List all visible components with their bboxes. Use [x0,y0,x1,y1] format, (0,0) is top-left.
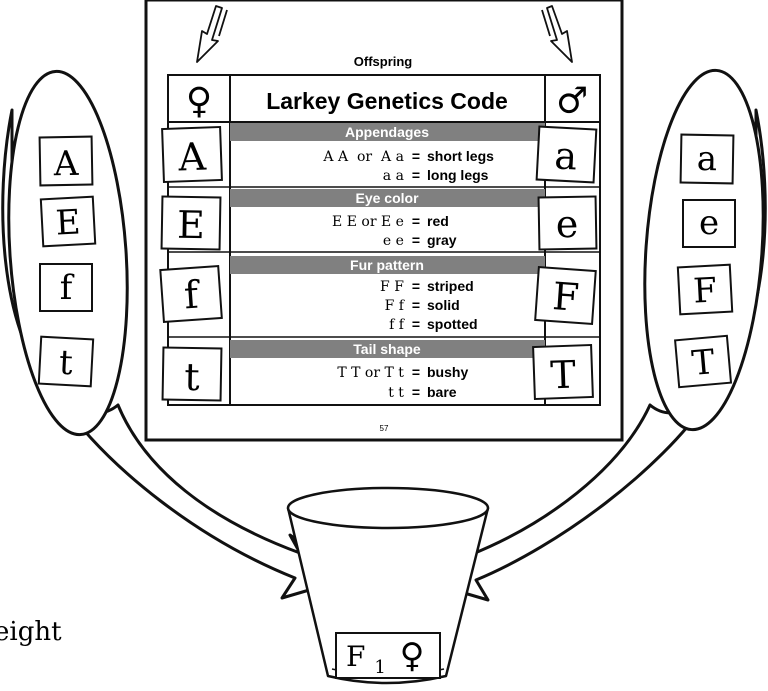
allele-card[interactable]: f [159,264,223,324]
offspring-cup: f F 1 ♀ [286,486,490,685]
allele-card[interactable]: T [532,343,594,401]
svg-text:F 1: F 1 [346,640,386,678]
svg-text:a: a [697,139,718,179]
left-bubble: A E f t [1,69,352,600]
cup-rim [286,486,490,530]
svg-text:a: a [553,133,578,178]
trait-result: short legs [427,148,494,164]
trait-header-bar [230,123,545,141]
allele-card[interactable]: t [161,346,223,402]
allele-card[interactable]: E [160,195,222,251]
sheet-title: Larkey Genetics Code [266,88,508,114]
trait-header-bar [230,340,545,358]
svg-text:E: E [177,203,206,247]
svg-text:A: A [52,144,79,184]
svg-text:F: F [551,274,580,320]
trait-line: F f = [385,297,420,314]
trait-line: T T or T t = [337,364,420,381]
trait-result: long legs [427,167,489,183]
trait-result: solid [427,297,460,313]
page-number: 57 [380,424,389,433]
trait-line: E E or E e = [332,213,420,230]
trait-line: F F = [380,278,420,295]
allele-card[interactable]: f [39,263,93,312]
allele-card[interactable]: F [534,265,597,325]
trait-result: gray [427,232,457,248]
allele-card[interactable]: t [37,335,95,388]
trait-line: f f = [389,316,420,333]
female-allele-column: A E f t [159,125,223,402]
svg-text:f: f [60,268,75,308]
svg-text:e: e [555,202,578,246]
f1-subscript: 1 [374,657,385,678]
allele-card[interactable]: e [682,199,736,248]
trait-result: spotted [427,316,478,332]
offspring-label: Offspring [354,54,413,69]
svg-text:e: e [699,203,719,243]
trait-header: Fur pattern [350,257,424,273]
male-allele-column: a e F T [532,125,598,401]
allele-card[interactable]: F [676,263,734,316]
f1-female-card[interactable]: F 1 ♀ [335,632,441,679]
allele-card[interactable]: a [679,133,735,185]
down-arrow-left-icon [196,5,228,63]
female-symbol-icon: ♀ [400,636,425,676]
trait-line: t t = [388,384,420,401]
trait-header: Tail shape [353,341,421,357]
trait-result: striped [427,278,474,294]
trait-header: Eye color [355,190,419,206]
allele-card[interactable]: e [537,195,598,251]
svg-text:T: T [550,353,577,398]
svg-text:E: E [55,202,82,243]
down-arrow-right-icon [541,5,573,63]
trait-header: Appendages [345,124,429,140]
trait-header-bar [230,256,545,274]
trait-line: A A or A a = [322,148,420,165]
trait-result: bushy [427,364,468,380]
left-bubble-oval [7,69,129,437]
trait-line: a a = [383,167,420,184]
svg-text:F: F [692,270,718,311]
svg-text:A: A [177,135,208,180]
allele-card[interactable]: A [38,135,94,187]
svg-text:t: t [58,343,74,384]
trait-result: bare [427,384,457,400]
right-bubble: a e F T [418,68,767,602]
male-symbol-icon: ♂ [556,81,588,122]
allele-card[interactable]: A [161,125,223,184]
side-text: eight [0,617,62,647]
trait-line: e e = [383,232,420,249]
allele-card[interactable]: E [39,195,97,248]
svg-text:t: t [184,355,200,399]
allele-card[interactable]: T [674,334,733,389]
female-symbol-icon: ♀ [186,81,212,122]
trait-header-bar [230,189,545,207]
svg-text:T: T [690,342,716,384]
f1-letter: F [346,640,365,673]
allele-card[interactable]: a [535,125,598,184]
trait-result: red [427,213,449,229]
